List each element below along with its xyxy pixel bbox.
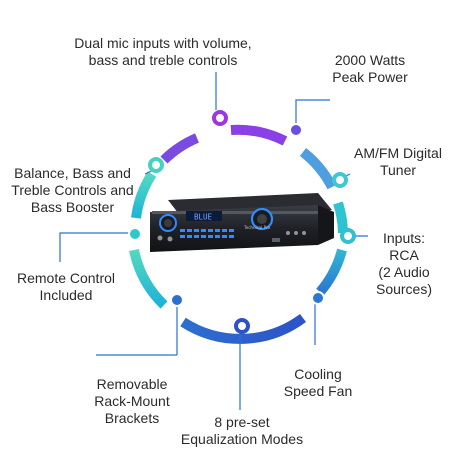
feature-label-inputs: Inputs: RCA (2 Audio Sources) bbox=[364, 230, 444, 298]
dot-inputs bbox=[340, 228, 356, 244]
feature-label-remote: Remote Control Included bbox=[6, 270, 126, 304]
ring-segment-right-upper bbox=[333, 201, 348, 234]
dot-fan bbox=[311, 291, 325, 305]
device-brand: Technical Pro bbox=[243, 225, 271, 230]
feature-text: Tuner bbox=[379, 162, 417, 178]
ring-segment-bottom bbox=[180, 313, 306, 344]
feature-text: RCA bbox=[389, 247, 419, 263]
feature-label-power: 2000 Watts Peak Power bbox=[320, 52, 420, 86]
feature-text: (2 Audio bbox=[378, 264, 430, 280]
feature-label-balance: Balance, Bass and Treble Controls and Ba… bbox=[0, 165, 145, 216]
feature-text: Removable bbox=[96, 376, 168, 392]
amplifier-image: BLUE Technical Pro bbox=[150, 193, 334, 252]
feature-text: Inputs: bbox=[382, 230, 426, 246]
feature-label-rack: Removable Rack-Mount Brackets bbox=[80, 376, 184, 427]
feature-text: Peak Power bbox=[332, 69, 408, 85]
feature-text: Treble Controls and bbox=[11, 182, 134, 198]
feature-text: Speed Fan bbox=[283, 383, 353, 399]
feature-text: AM/FM Digital bbox=[354, 145, 442, 161]
dot-tuner bbox=[332, 172, 348, 188]
ring-segment-top bbox=[230, 124, 288, 146]
leader-power bbox=[295, 99, 330, 124]
feature-label-eq: 8 pre-set Equalization Modes bbox=[170, 414, 314, 448]
dot-power bbox=[289, 123, 303, 137]
ring-segment-left-upper bbox=[131, 171, 157, 219]
dot-mic bbox=[212, 110, 228, 126]
dot-eq bbox=[234, 318, 250, 334]
feature-text: Sources) bbox=[375, 281, 433, 297]
feature-text: Equalization Modes bbox=[180, 431, 304, 447]
feature-text: Balance, Bass and bbox=[14, 165, 131, 181]
feature-text: Included bbox=[39, 287, 93, 303]
feature-label-tuner: AM/FM Digital Tuner bbox=[344, 145, 452, 179]
dot-rack bbox=[170, 293, 184, 307]
ring-segment-top-left bbox=[160, 133, 200, 164]
feature-text: Brackets bbox=[104, 410, 160, 426]
ring-segment-top-right bbox=[299, 148, 337, 190]
dot-balance bbox=[148, 157, 164, 173]
feature-label-mic: Dual mic inputs with volume, bass and tr… bbox=[58, 35, 268, 69]
feature-text: Cooling bbox=[294, 366, 342, 382]
device-display-text: BLUE bbox=[194, 213, 213, 222]
ring-segment-left-lower bbox=[129, 248, 168, 309]
feature-text: Rack-Mount bbox=[94, 393, 170, 409]
feature-text: Bass Booster bbox=[30, 199, 115, 215]
feature-text: Remote Control bbox=[16, 270, 116, 286]
feature-text: bass and treble controls bbox=[88, 52, 238, 68]
dot-remote bbox=[128, 227, 142, 241]
feature-label-fan: Cooling Speed Fan bbox=[272, 366, 364, 400]
ring-segment-right-lower bbox=[316, 248, 347, 296]
feature-text: 8 pre-set bbox=[214, 414, 270, 430]
feature-text: Dual mic inputs with volume, bbox=[74, 35, 252, 51]
leader-remote bbox=[59, 232, 140, 262]
feature-text: 2000 Watts bbox=[334, 52, 406, 68]
